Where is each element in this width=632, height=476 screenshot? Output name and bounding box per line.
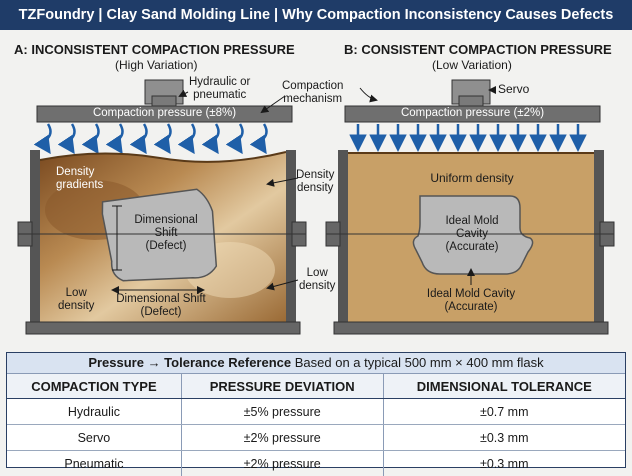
col-pressure-deviation: PRESSURE DEVIATION [181,374,383,399]
cell: ±2% pressure [181,451,383,476]
press-bar-b-label: Compaction pressure (±2%) [345,107,600,119]
cell: ±0.3 mm [383,425,625,451]
uniform-density-label: Uniform density [420,172,524,185]
servo-label: Servo [498,83,529,96]
press-bar-a-label: Compaction pressure (±8%) [37,107,292,119]
ideal-cavity-below-label: Ideal Mold Cavity(Accurate) [418,288,524,314]
pressure-arrows-a [46,124,267,150]
col-dimensional-tolerance: DIMENSIONAL TOLERANCE [383,374,625,399]
cell: Hydraulic [7,399,181,425]
dimensional-shift-label: Dimensional Shift(Defect) [112,293,210,319]
col-compaction-type: COMPACTION TYPE [7,374,181,399]
cell: Servo [7,425,181,451]
cell: ±2% pressure [181,425,383,451]
tolerance-table: Pressure → Tolerance Reference Based on … [6,352,626,468]
cell: ±0.7 mm [383,399,625,425]
table-heading: Pressure → Tolerance Reference Based on … [7,353,625,374]
table-row: Servo ±2% pressure ±0.3 mm [7,425,625,451]
table-row: Pneumatic ±2% pressure ±0.3 mm [7,451,625,476]
cell: ±0.3 mm [383,451,625,476]
cell: Pneumatic [7,451,181,476]
cell: ±5% pressure [181,399,383,425]
tolerance-grid: COMPACTION TYPE PRESSURE DEVIATION DIMEN… [7,374,625,476]
table-row: Hydraulic ±5% pressure ±0.7 mm [7,399,625,425]
pressure-arrows-b [358,124,578,147]
